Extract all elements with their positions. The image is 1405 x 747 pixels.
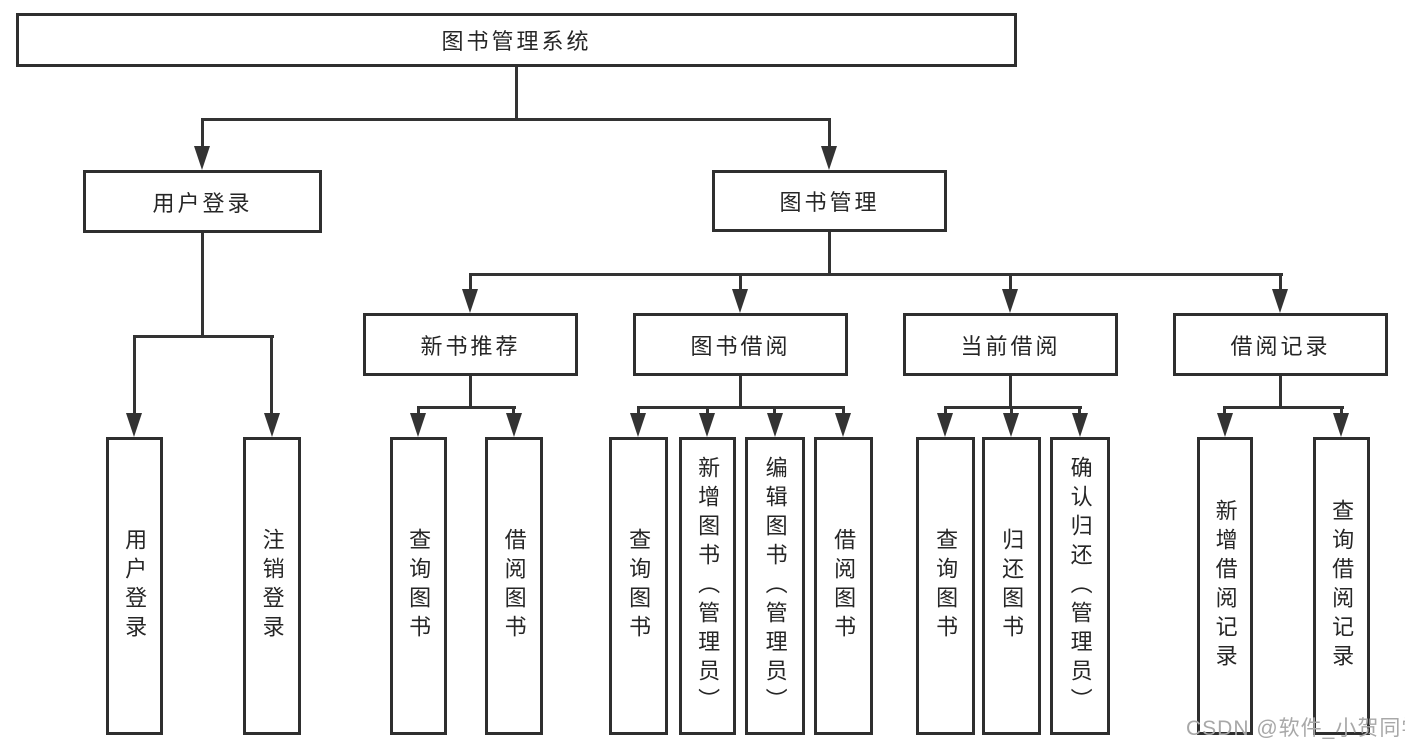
connector-line <box>201 233 204 337</box>
node-root: 图书管理系统 <box>16 13 1017 67</box>
connector-line <box>469 273 472 293</box>
node-leaf-bb-query-book-label: 查询图书 <box>626 528 652 644</box>
connector-line <box>201 118 204 152</box>
node-user-login: 用户登录 <box>83 170 322 233</box>
node-leaf-cb-query-book: 查询图书 <box>916 437 975 735</box>
connector-line <box>417 406 516 409</box>
arrowhead-icon <box>410 413 426 437</box>
connector-line <box>1078 406 1081 418</box>
node-user-login-label: 用户登录 <box>152 190 253 216</box>
node-new-book-rec: 新书推荐 <box>363 313 578 376</box>
node-book-borrow: 图书借阅 <box>633 313 848 376</box>
node-current-borrow: 当前借阅 <box>903 313 1118 376</box>
node-leaf-logout: 注销登录 <box>243 437 301 735</box>
node-leaf-cb-confirm-return: 确认归还（管理员） <box>1050 437 1110 735</box>
connector-line <box>469 376 472 408</box>
connector-line <box>201 118 831 121</box>
connector-line <box>842 406 845 418</box>
connector-line <box>1279 376 1282 408</box>
node-leaf-bb-borrow-book-label: 借阅图书 <box>831 528 857 644</box>
node-borrow-record-label: 借阅记录 <box>1230 333 1331 359</box>
node-leaf-bb-add-book-label: 新增图书（管理员） <box>695 455 721 717</box>
node-root-label: 图书管理系统 <box>441 29 592 54</box>
connector-line <box>512 406 515 418</box>
watermark: CSDN @软件_小贺同学 <box>1186 717 1405 740</box>
node-leaf-bb-edit-book-label: 编辑图书（管理员） <box>762 455 788 717</box>
arrowhead-icon <box>1072 413 1088 437</box>
node-leaf-br-query-record-label: 查询借阅记录 <box>1329 499 1355 673</box>
node-leaf-rec-borrow-book: 借阅图书 <box>485 437 543 735</box>
arrowhead-icon <box>462 289 478 313</box>
node-leaf-rec-borrow-book-label: 借阅图书 <box>501 528 527 644</box>
arrowhead-icon <box>1272 289 1288 313</box>
node-book-borrow-label: 图书借阅 <box>690 333 791 359</box>
connector-line <box>637 406 845 409</box>
arrowhead-icon <box>1003 413 1019 437</box>
arrowhead-icon <box>1333 413 1349 437</box>
node-leaf-cb-return-book: 归还图书 <box>982 437 1041 735</box>
arrowhead-icon <box>194 146 210 170</box>
connector-line <box>515 67 518 120</box>
node-leaf-user-login-label: 用户登录 <box>122 528 148 644</box>
connector-line <box>1009 273 1012 293</box>
arrowhead-icon <box>1002 289 1018 313</box>
arrowhead-icon <box>1217 413 1233 437</box>
connector-line <box>944 406 947 418</box>
node-current-borrow-label: 当前借阅 <box>960 333 1061 359</box>
connector-line <box>270 335 273 417</box>
arrowhead-icon <box>767 413 783 437</box>
connector-line <box>739 376 742 408</box>
node-leaf-bb-query-book: 查询图书 <box>609 437 668 735</box>
connector-line <box>944 406 1082 409</box>
connector-line <box>1009 376 1012 408</box>
connector-line <box>773 406 776 418</box>
node-leaf-bb-edit-book: 编辑图书（管理员） <box>745 437 805 735</box>
connector-line <box>417 406 420 418</box>
node-leaf-rec-query-book-label: 查询图书 <box>406 528 432 644</box>
node-leaf-bb-borrow-book: 借阅图书 <box>814 437 873 735</box>
arrowhead-icon <box>264 413 280 437</box>
connector-line <box>1010 406 1013 418</box>
node-new-book-rec-label: 新书推荐 <box>420 333 521 359</box>
node-book-mgmt: 图书管理 <box>712 170 947 232</box>
node-leaf-logout-label: 注销登录 <box>259 528 285 644</box>
connector-line <box>1223 406 1344 409</box>
node-leaf-user-login: 用户登录 <box>106 437 163 735</box>
connector-line <box>1223 406 1226 418</box>
node-borrow-record: 借阅记录 <box>1173 313 1388 376</box>
node-leaf-cb-confirm-return-label: 确认归还（管理员） <box>1067 455 1093 717</box>
arrowhead-icon <box>506 413 522 437</box>
connector-line <box>706 406 709 418</box>
connector-line <box>1340 406 1343 418</box>
connector-line <box>828 232 831 275</box>
node-book-mgmt-label: 图书管理 <box>779 190 880 215</box>
arrowhead-icon <box>630 413 646 437</box>
connector-line <box>828 118 831 152</box>
node-leaf-rec-query-book: 查询图书 <box>390 437 447 735</box>
connector-line <box>637 406 640 418</box>
node-leaf-cb-query-book-label: 查询图书 <box>933 528 959 644</box>
node-leaf-br-add-record: 新增借阅记录 <box>1197 437 1253 735</box>
connector-line <box>469 273 1283 276</box>
arrowhead-icon <box>126 413 142 437</box>
node-leaf-cb-return-book-label: 归还图书 <box>999 528 1025 644</box>
connector-line <box>133 335 274 338</box>
arrowhead-icon <box>732 289 748 313</box>
connector-line <box>133 335 136 417</box>
node-leaf-br-add-record-label: 新增借阅记录 <box>1212 499 1238 673</box>
node-leaf-br-query-record: 查询借阅记录 <box>1313 437 1370 735</box>
arrowhead-icon <box>835 413 851 437</box>
arrowhead-icon <box>699 413 715 437</box>
arrowhead-icon <box>937 413 953 437</box>
arrowhead-icon <box>821 146 837 170</box>
connector-line <box>1279 273 1282 293</box>
connector-line <box>739 273 742 293</box>
node-leaf-bb-add-book: 新增图书（管理员） <box>679 437 736 735</box>
